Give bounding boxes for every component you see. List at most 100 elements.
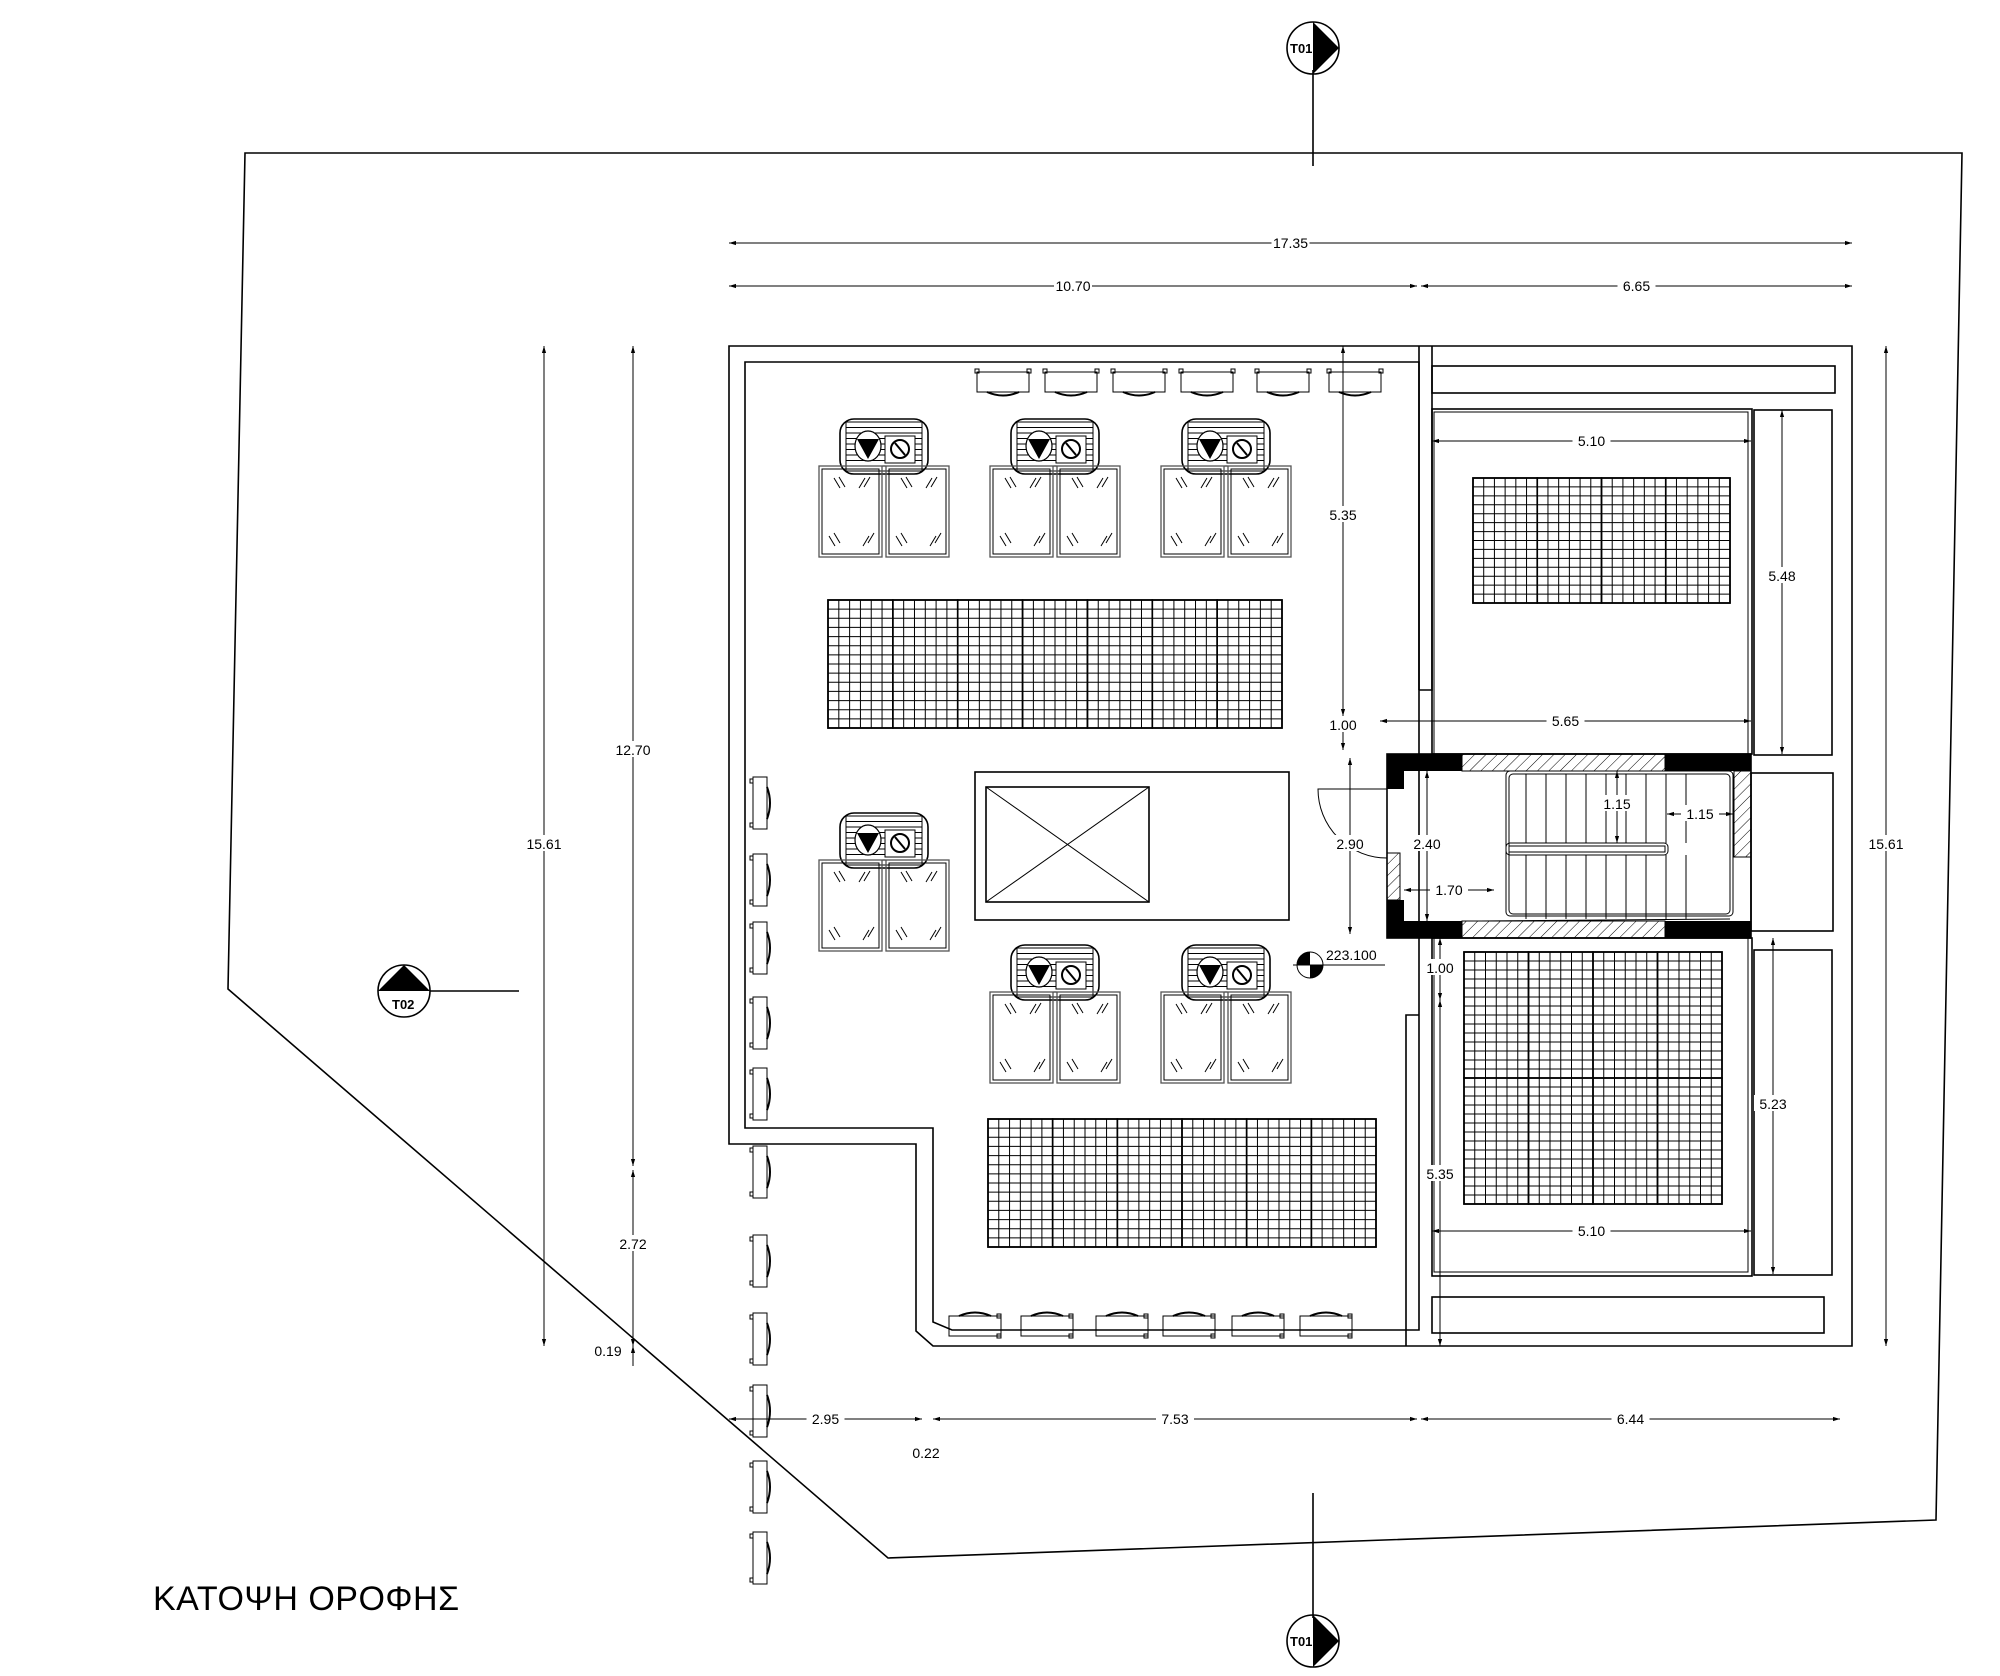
partition-wall-top-strip <box>1419 346 1433 691</box>
plot-boundary <box>227 152 1963 1559</box>
ac-condenser <box>749 1067 771 1121</box>
solar-collector <box>885 465 950 558</box>
solar-collector <box>1227 991 1292 1084</box>
ac-condenser <box>1254 368 1312 397</box>
solar-collector <box>885 859 950 952</box>
dimension-label: 5.35 <box>1329 507 1356 523</box>
stair-core <box>1317 753 1752 939</box>
section-marker-top[interactable]: T01 <box>1286 21 1340 75</box>
dimension-right-overall-height: 15.61 <box>1867 346 1905 1346</box>
dimension-label: 5.65 <box>1552 713 1579 729</box>
dimension-label: 7.53 <box>1161 1411 1188 1427</box>
section-marker-bottom-label: T01 <box>1290 1634 1312 1649</box>
dimension-label: 1.00 <box>1426 960 1453 976</box>
ac-condenser <box>1042 368 1100 397</box>
dimension-label: 5.10 <box>1578 1223 1605 1239</box>
drawing-title: ΚΑΤΟΨΗ ΟΡΟΦΗΣ <box>153 1580 460 1618</box>
dimension-upper-gap: 1.00 <box>1324 716 1362 750</box>
ac-condenser <box>1231 1311 1285 1339</box>
dimension-bottom-right: 6.44 <box>1421 1410 1840 1427</box>
solar-collector <box>818 859 883 952</box>
dimension-label: 2.40 <box>1413 836 1440 852</box>
dimension-label: 1.15 <box>1603 796 1630 812</box>
ac-condenser <box>1020 1311 1074 1339</box>
ac-condenser <box>1162 1311 1216 1339</box>
dimension-top-right-width: 6.65 <box>1421 277 1852 294</box>
valve-icon <box>1061 439 1081 459</box>
dimension-label: 6.65 <box>1623 278 1650 294</box>
ac-condenser <box>749 1312 771 1366</box>
triangle-icon <box>1028 965 1050 985</box>
parapet-right-middle <box>1750 772 1834 932</box>
section-marker-bottom[interactable]: T01 <box>1286 1614 1340 1668</box>
ac-condenser <box>749 1384 771 1438</box>
ac-condenser <box>948 1311 1002 1339</box>
water-tank <box>1181 418 1271 475</box>
solar-water-heater <box>1160 944 1292 1084</box>
ac-condenser <box>749 1234 771 1288</box>
skylight-opening <box>985 786 1150 903</box>
water-tank <box>1010 944 1100 1001</box>
water-tank <box>1181 944 1271 1001</box>
triangle-icon <box>857 833 879 853</box>
ac-condenser <box>749 853 771 907</box>
dimension-lower-corridor-height: 5.35 <box>1421 1000 1459 1346</box>
solar-collector <box>1056 991 1121 1084</box>
triangle-icon <box>1028 439 1050 459</box>
section-marker-top-label: T01 <box>1290 41 1312 56</box>
ac-condenser <box>749 996 771 1050</box>
ac-condenser <box>749 921 771 975</box>
dimension-stair-landing-depth: 1.70 <box>1404 881 1494 898</box>
dimension-lower-room-width: 5.10 <box>1432 1222 1751 1239</box>
dimension-label: 5.48 <box>1768 568 1795 584</box>
dimension-label: 5.35 <box>1426 1166 1453 1182</box>
dimension-stair-inner-height: 2.40 <box>1408 771 1446 921</box>
solar-collector <box>818 465 883 558</box>
ac-condenser <box>1178 368 1236 397</box>
dimension-top-left-width: 10.70 <box>729 277 1417 294</box>
dimension-label: 6.44 <box>1617 1411 1644 1427</box>
ac-condenser <box>1326 368 1384 397</box>
ac-condenser <box>1095 1311 1149 1339</box>
ac-condenser <box>749 776 771 830</box>
dimension-overall-width: 17.35 <box>729 234 1852 251</box>
pv-array-lower-right <box>1463 951 1723 1205</box>
dimension-left-overall-height: 15.61 <box>525 346 563 1346</box>
dimension-stair-door-height: 2.90 <box>1331 758 1369 934</box>
ac-condenser <box>974 368 1032 397</box>
ac-condenser <box>749 1460 771 1514</box>
solar-water-heater <box>989 418 1121 558</box>
solar-water-heater <box>818 812 950 952</box>
solar-collector <box>1160 991 1225 1084</box>
dimension-label: 15.61 <box>1868 836 1903 852</box>
dimension-bottom-middle: 7.53 <box>933 1410 1417 1427</box>
parapet-right-upper <box>1753 409 1833 756</box>
pv-array-lower-left <box>987 1118 1377 1248</box>
water-tank <box>839 418 929 475</box>
ac-condenser <box>1299 1311 1353 1339</box>
dimension-label: 12.70 <box>615 742 650 758</box>
level-marker-value: 223.100 <box>1326 947 1377 963</box>
dimension-label: 10.70 <box>1055 278 1090 294</box>
solar-collector <box>1227 465 1292 558</box>
parapet-top-strip <box>1431 365 1836 394</box>
solar-collector <box>1160 465 1225 558</box>
dimension-label: 2.72 <box>619 1236 646 1252</box>
dimension-left-main-height: 12.70 <box>614 346 652 1166</box>
dimension-lower-gap: 1.00 <box>1421 938 1459 1000</box>
section-marker-left[interactable]: T02 <box>377 964 431 1018</box>
valve-icon <box>1061 965 1081 985</box>
dimension-label: 0.22 <box>912 1445 939 1461</box>
valve-icon <box>890 439 910 459</box>
dimension-label: 15.61 <box>526 836 561 852</box>
triangle-icon <box>857 439 879 459</box>
pv-array-upper-right <box>1472 477 1731 604</box>
dimension-lower-room-height: 5.23 <box>1754 938 1792 1274</box>
solar-collector <box>989 465 1054 558</box>
dimension-label: 1.70 <box>1435 882 1462 898</box>
solar-water-heater <box>818 418 950 558</box>
ac-condenser <box>1110 368 1168 397</box>
dimension-label: 2.90 <box>1336 836 1363 852</box>
dimension-stair-side-width: 1.15 <box>1667 805 1733 822</box>
